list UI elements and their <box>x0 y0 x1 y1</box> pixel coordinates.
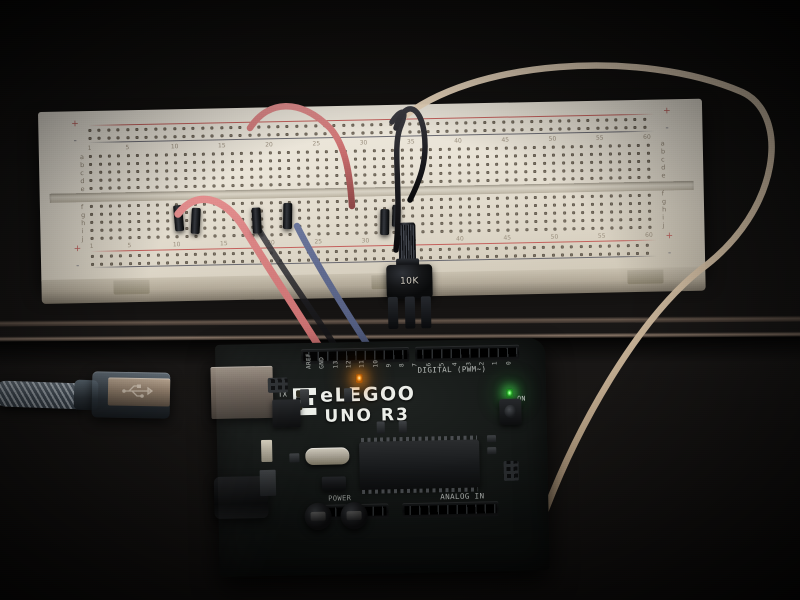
reset-button[interactable] <box>499 398 522 426</box>
smd-capacitor-2 <box>376 421 385 434</box>
smd-resistor-1 <box>299 389 310 408</box>
led-l-indicator <box>355 373 363 384</box>
analog-header-label: ANALOG IN <box>440 491 485 502</box>
jumper-pin-head-black-right[interactable] <box>380 208 390 236</box>
inductor <box>261 439 273 463</box>
brand-name-line1: eLEGOO <box>319 382 416 407</box>
smd-resistor-3 <box>487 447 497 455</box>
smd-diode <box>289 453 300 463</box>
smd-resistor-2 <box>486 435 497 443</box>
atmega328p-chip <box>359 439 481 490</box>
icsp-header-secondary[interactable] <box>267 377 289 393</box>
jumper-pin-head-red-mid[interactable] <box>251 207 262 234</box>
digital-header-right[interactable] <box>415 344 520 362</box>
breadboard-pin-overlay <box>38 99 706 304</box>
smd-capacitor-3 <box>398 421 407 434</box>
usb-cable[interactable] <box>0 352 230 462</box>
regulator-package <box>259 469 277 497</box>
power-header-label: POWER <box>328 494 352 503</box>
usb-trident-icon <box>122 384 154 398</box>
crystal-oscillator <box>305 447 350 466</box>
usb-serial-chip <box>272 399 301 428</box>
analog-header-pins <box>404 504 497 516</box>
digital-header-right-pins <box>417 347 518 359</box>
analog-header[interactable] <box>402 501 499 519</box>
smd-capacitor-1 <box>343 388 353 403</box>
icsp-header-main[interactable] <box>503 460 519 481</box>
voltage-regulator-chip <box>321 476 347 491</box>
brand-name-line2: UNO R3 <box>324 404 411 427</box>
digital-header-left[interactable] <box>301 346 410 365</box>
led-on-indicator <box>505 388 514 398</box>
